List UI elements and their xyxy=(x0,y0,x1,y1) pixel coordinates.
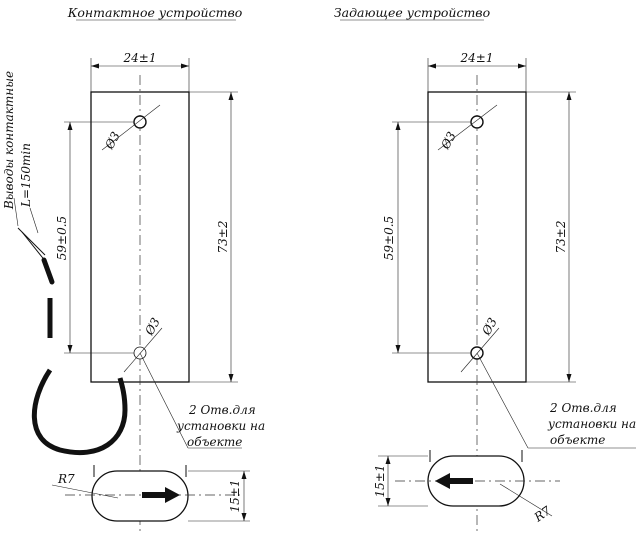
right-hole-top xyxy=(470,115,484,129)
left-thick-label: 15±1 xyxy=(228,480,242,513)
right-end-direction-arrow xyxy=(435,473,473,489)
left-r7-label: R7 xyxy=(57,472,75,486)
left-height-arrow-t xyxy=(228,92,234,100)
left-spacing-label: 59±0.5 xyxy=(55,216,69,260)
wire-loop xyxy=(31,368,128,456)
leads-label-line1: Выводы контактные xyxy=(2,71,16,210)
right-holes-note-line3: объекте xyxy=(550,433,605,447)
right-spacing-label: 59±0.5 xyxy=(382,216,396,260)
right-r7-leader xyxy=(499,483,553,517)
right-thick-arrow-b xyxy=(385,498,391,506)
left-width-label: 24±1 xyxy=(123,51,157,65)
right-holes-note-line1: 2 Отв.для xyxy=(549,401,617,415)
left-d3-bottom-leader xyxy=(123,327,163,373)
right-holes-note-line2: установки на xyxy=(547,417,636,431)
left-thick-arrow-b xyxy=(241,513,247,521)
left-holes-note-leader xyxy=(139,352,189,449)
leads-label-line2: L=150min xyxy=(19,143,33,208)
right-d3-bottom-leader xyxy=(460,327,500,373)
left-holes-note-line1: 2 Отв.для xyxy=(188,403,256,417)
wire-end-2 xyxy=(21,231,47,263)
right-r7-label: R7 xyxy=(531,503,554,525)
right-spacing-arrow-b xyxy=(395,345,401,353)
left-end-direction-arrow xyxy=(142,487,180,503)
right-thick-arrow-t xyxy=(385,456,391,464)
leads-leader-1 xyxy=(29,207,39,234)
right-height-arrow-t xyxy=(566,92,572,100)
leads-leader-2 xyxy=(13,197,19,227)
contact-leads-wire xyxy=(17,227,128,456)
right-width-arrow-r xyxy=(518,63,526,69)
left-height-label: 73±2 xyxy=(216,221,230,254)
wire-segment-1 xyxy=(41,257,55,285)
right-thick-label: 15±1 xyxy=(373,465,387,498)
left-spacing-arrow-t xyxy=(67,122,73,130)
right-spacing-arrow-t xyxy=(395,122,401,130)
right-height-label: 73±2 xyxy=(554,221,568,254)
right-holes-note-leader xyxy=(476,352,529,449)
left-width-arrow-r xyxy=(181,63,189,69)
left-height-arrow-b xyxy=(228,374,234,382)
left-thick-arrow-t xyxy=(241,471,247,479)
master-device-view: Задающее устройство 24±1 Ø3 Ø3 59±0.5 xyxy=(334,5,636,533)
left-r7-leader xyxy=(51,484,119,499)
left-title: Контактное устройство xyxy=(67,5,243,20)
left-spacing-arrow-b xyxy=(67,345,73,353)
right-title: Задающее устройство xyxy=(334,5,490,20)
left-d3-top-leader xyxy=(101,104,161,151)
left-holes-note-line2: установки на xyxy=(176,419,265,433)
right-d3-top-leader xyxy=(437,104,498,151)
left-hole-top xyxy=(133,115,147,129)
right-width-label: 24±1 xyxy=(460,51,494,65)
contact-device-view: Контактное устройство 24±1 Ø3 Ø3 59±0.5 xyxy=(2,5,265,533)
left-holes-note-line3: объекте xyxy=(187,435,242,449)
left-end-view-body xyxy=(91,470,189,522)
right-width-arrow-l xyxy=(428,63,436,69)
left-width-arrow-l xyxy=(91,63,99,69)
right-height-arrow-b xyxy=(566,374,572,382)
